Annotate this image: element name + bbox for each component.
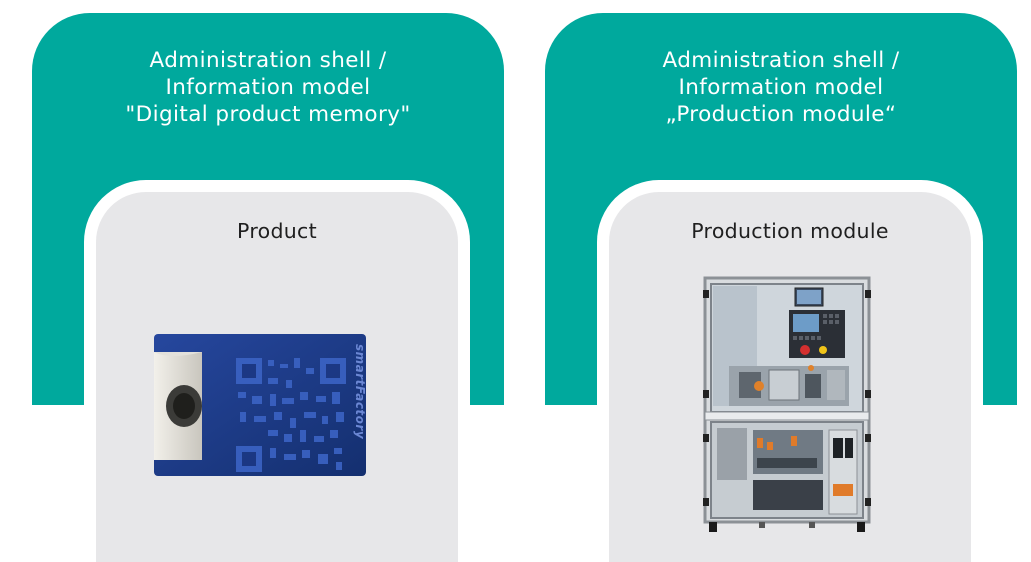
shell-title-line: "Digital product memory": [125, 102, 411, 127]
production-module-card: Production module: [597, 180, 983, 562]
shell-title-line: Information model: [165, 75, 371, 100]
shell-title: Administration shell / Information model…: [32, 47, 504, 128]
shell-title-line: Information model: [678, 75, 884, 100]
svg-text:smartFactory: smartFactory: [353, 344, 367, 440]
shell-title-line: Administration shell /: [662, 48, 900, 73]
product-carrier-image: smartFactory: [154, 334, 367, 476]
production-module-image: [703, 276, 871, 532]
production-module-label: Production module: [691, 219, 889, 243]
product-label: Product: [237, 219, 317, 243]
product-card: Product: [84, 180, 470, 562]
shell-title: Administration shell / Information model…: [545, 47, 1017, 128]
shell-title-line: „Production module“: [665, 102, 897, 127]
shell-title-line: Administration shell /: [149, 48, 387, 73]
